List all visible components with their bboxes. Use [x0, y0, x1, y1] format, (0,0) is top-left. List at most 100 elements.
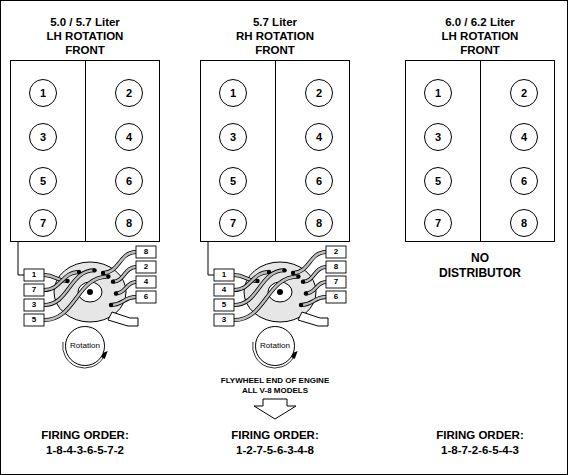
plug-wire-casing — [234, 276, 298, 320]
cylinder-number: 5 — [435, 176, 441, 187]
firing-order: 1-8-4-3-6-5-7-2 — [46, 445, 124, 457]
engine-block: 5.0 / 5.7 LiterLH ROTATIONFRONT12345678 — [10, 60, 160, 242]
cap-terminal — [114, 291, 118, 295]
plug-wire — [111, 297, 136, 305]
cylinder-circle: 2 — [510, 79, 538, 107]
rotation-label: Rotation — [260, 342, 290, 350]
terminal-number: 5 — [32, 316, 36, 324]
panel-heading-line: FRONT — [442, 43, 519, 57]
wire-boot — [214, 299, 234, 311]
cylinder-number: 6 — [521, 176, 527, 187]
terminal-number: 1 — [32, 271, 36, 279]
engine-block: 5.7 LiterRH ROTATIONFRONT12345678 — [200, 60, 350, 242]
firing-order: 1-8-7-2-6-5-4-3 — [441, 445, 519, 457]
panel-heading-line: FRONT — [47, 43, 124, 57]
cylinder-circle: 2 — [305, 79, 333, 107]
cylinder-circle: 8 — [305, 209, 333, 237]
panel-heading-line: 5.0 / 5.7 Liter — [47, 15, 124, 29]
plug-wire-casing — [113, 267, 136, 282]
plug-wire — [116, 282, 136, 294]
cylinder-circle: 4 — [510, 123, 538, 151]
cylinder-circle: 7 — [219, 209, 247, 237]
terminal-number: 8 — [144, 248, 148, 256]
cylinder-circle: 5 — [29, 167, 57, 195]
panel-heading: 5.7 LiterRH ROTATIONFRONT — [236, 15, 314, 57]
panel-heading-line: FRONT — [236, 43, 314, 57]
cylinder-circle: 8 — [510, 209, 538, 237]
panel-heading: 6.0 / 6.2 LiterLH ROTATIONFRONT — [442, 15, 519, 57]
panel-heading: 5.0 / 5.7 LiterLH ROTATIONFRONT — [47, 15, 124, 57]
cylinder-circle: 8 — [115, 209, 143, 237]
cylinder-number: 7 — [435, 218, 441, 229]
panel-heading-line: LH ROTATION — [442, 29, 519, 43]
terminal-number: 1 — [222, 271, 226, 279]
cylinder-circle: 5 — [219, 167, 247, 195]
plug-wire — [303, 267, 326, 282]
cap-terminal — [304, 291, 308, 295]
cap-terminal — [101, 271, 105, 275]
cylinder-circle: 3 — [29, 123, 57, 151]
terminal-number: 7 — [32, 286, 36, 294]
plug-wire — [306, 282, 326, 294]
cylinder-number: 5 — [40, 176, 46, 187]
cylinder-number: 8 — [521, 218, 527, 229]
cap-terminal — [301, 279, 305, 283]
bank-divider — [275, 61, 276, 241]
cylinder-circle: 3 — [424, 123, 452, 151]
cap-terminal — [299, 303, 303, 307]
plug-wire — [301, 297, 326, 305]
cylinder-number: 1 — [230, 88, 236, 99]
cylinder-circle: 2 — [115, 79, 143, 107]
terminal-number: 2 — [334, 248, 338, 256]
cylinder-number: 4 — [316, 132, 322, 143]
firing-order: 1-2-7-5-6-3-4-8 — [236, 445, 314, 457]
cap-terminal — [291, 271, 295, 275]
wire-boot — [24, 314, 44, 326]
terminal-number: 7 — [334, 278, 338, 286]
cylinder-number: 3 — [230, 132, 236, 143]
panel-heading-line: LH ROTATION — [47, 29, 124, 43]
wire-boot — [136, 246, 156, 258]
terminal-number: 4 — [144, 278, 148, 286]
terminal-number: 6 — [334, 293, 338, 301]
plug-wire — [234, 276, 298, 320]
rotor-post — [87, 289, 93, 295]
cylinder-circle: 1 — [219, 79, 247, 107]
cap-terminal — [106, 274, 110, 278]
cylinder-number: 2 — [126, 88, 132, 99]
hold-down-clamp — [298, 312, 328, 326]
cylinder-circle: 1 — [424, 79, 452, 107]
hold-down-clamp — [108, 312, 138, 326]
plug-wire-casing — [111, 297, 136, 305]
cylinder-circle: 6 — [510, 167, 538, 195]
flywheel-arrow — [254, 399, 296, 419]
cylinder-circle: 7 — [29, 209, 57, 237]
plug-wire-casing — [44, 276, 108, 320]
wire-boot — [326, 291, 346, 303]
cylinder-circle: 7 — [424, 209, 452, 237]
cylinder-number: 8 — [126, 218, 132, 229]
wire-boot — [24, 269, 44, 281]
cylinder-circle: 5 — [424, 167, 452, 195]
rotation-circle: Rotation — [65, 326, 105, 366]
wire-boot — [136, 291, 156, 303]
cylinder-number: 7 — [40, 218, 46, 229]
plug-wire — [113, 267, 136, 282]
engine-block: 6.0 / 6.2 LiterLH ROTATIONFRONT12345678 — [405, 60, 555, 242]
rotation-label: Rotation — [70, 342, 100, 350]
wire-boot — [136, 276, 156, 288]
panel-heading-line: RH ROTATION — [236, 29, 314, 43]
terminal-number: 3 — [32, 301, 36, 309]
panel-heading-line: 5.7 Liter — [236, 15, 314, 29]
plug-wire-casing — [303, 267, 326, 282]
terminal-number: 3 — [222, 316, 226, 324]
wire-boot — [24, 284, 44, 296]
cylinder-number: 3 — [435, 132, 441, 143]
terminal-number: 4 — [222, 286, 226, 294]
cylinder-number: 2 — [316, 88, 322, 99]
cylinder-number: 4 — [126, 132, 132, 143]
wire-boot — [214, 269, 234, 281]
cylinder-number: 6 — [126, 176, 132, 187]
